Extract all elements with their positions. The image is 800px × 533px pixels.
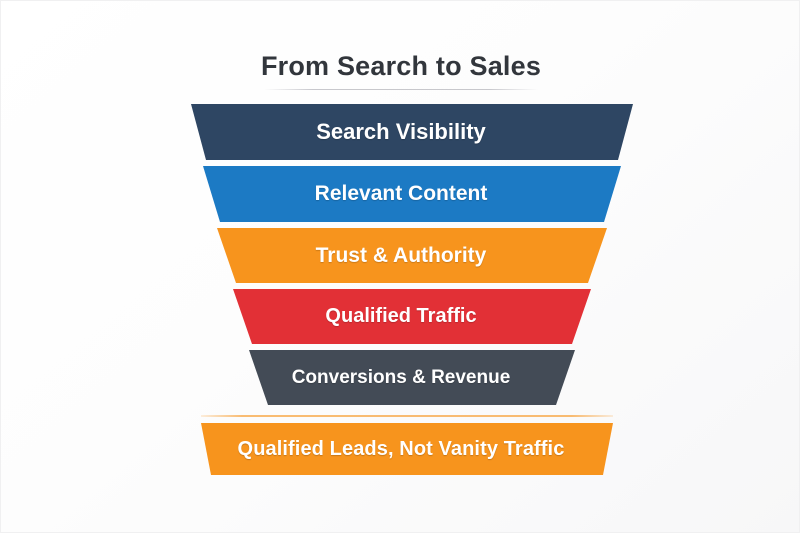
funnel-stage-4[interactable]: Qualified Traffic	[1, 289, 800, 344]
funnel-stage-3-shape	[1, 228, 800, 283]
title-divider	[264, 89, 538, 90]
page-title: From Search to Sales	[260, 51, 542, 81]
funnel-stage-2[interactable]: Relevant Content	[1, 166, 800, 222]
funnel-stage-3[interactable]: Trust & Authority	[1, 228, 800, 283]
funnel-stage-2-shape	[1, 166, 800, 222]
takeaway-banner-label: Qualified Leads, Not Vanity Traffic	[237, 437, 565, 460]
banner-divider	[201, 415, 613, 417]
takeaway-banner[interactable]: Qualified Leads, Not Vanity Traffic	[1, 423, 800, 475]
title-block: From Search to Sales	[1, 49, 800, 90]
funnel-stage-1-shape	[1, 104, 800, 160]
funnel-stage-5-shape	[1, 350, 800, 405]
funnel-stage-5[interactable]: Conversions & Revenue	[1, 350, 800, 405]
funnel-stage-1[interactable]: Search Visibility	[1, 104, 800, 160]
takeaway-banner-shape	[1, 423, 800, 475]
funnel-stage-4-shape	[1, 289, 800, 344]
